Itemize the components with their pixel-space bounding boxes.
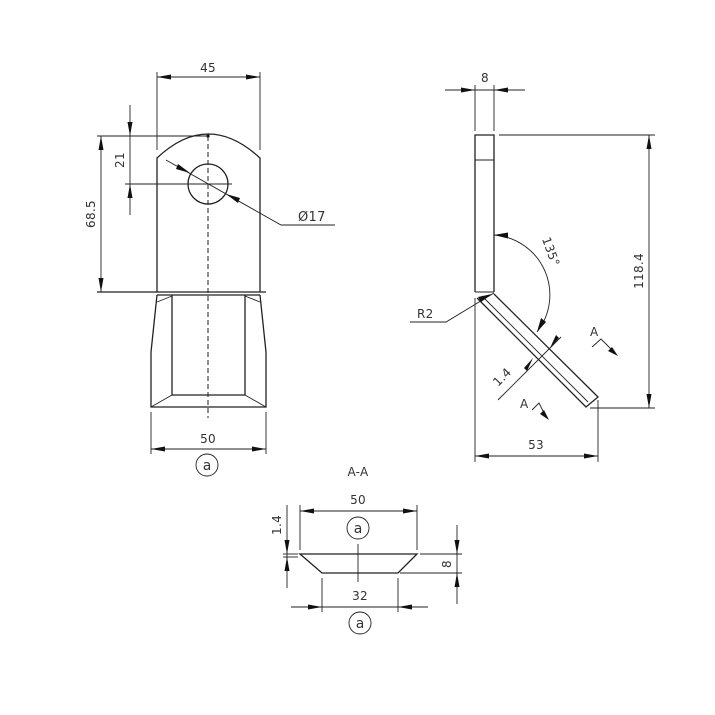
- section-marker-label: A: [520, 397, 529, 411]
- dim-68-text: 68.5: [84, 200, 98, 228]
- side-vertical-bar: [474, 134, 495, 292]
- dim-118-text: 118.4: [632, 253, 646, 289]
- side-view: 8 118.4 135° R2 1.4 53 A: [410, 71, 655, 462]
- dim-8-text: 8: [481, 71, 489, 85]
- dim-50-text: 50: [200, 432, 216, 446]
- arrow-icon: [461, 87, 475, 93]
- dim-diameter-text: Ø17: [298, 210, 326, 225]
- detail-label-circle: [195, 453, 219, 477]
- arrow-icon: [252, 446, 266, 452]
- arrow-icon: [226, 194, 240, 203]
- arrow-icon: [608, 347, 618, 356]
- section-marker-upper: A: [590, 325, 618, 356]
- arrow-icon: [646, 135, 652, 149]
- dim-45-text: 45: [200, 61, 216, 75]
- arrow-icon: [398, 604, 412, 610]
- dim-sec14-text: 1.4: [270, 515, 284, 535]
- dim-radius-leader: [410, 292, 495, 323]
- dim-53-text: 53: [528, 438, 544, 452]
- arrow-icon: [284, 540, 290, 554]
- side-angled-blade: [476, 293, 599, 408]
- arrow-icon: [584, 453, 598, 459]
- front-outline-lower: [150, 294, 267, 408]
- dim-radius-text: R2: [417, 307, 434, 321]
- bevel-corner-tl: [156, 295, 173, 303]
- dim-diameter-leader: [165, 159, 335, 226]
- arrow-icon: [494, 232, 508, 239]
- arrow-icon: [151, 446, 165, 452]
- side-blade-edge-line: [481, 295, 589, 403]
- bevel-corner-tr: [244, 295, 261, 303]
- dim-sec8-text: 8: [440, 560, 454, 568]
- arrow-icon: [403, 508, 417, 514]
- arrow-icon: [454, 540, 460, 554]
- detail-label-text: a: [203, 458, 212, 474]
- detail-label-circle: [346, 516, 370, 540]
- arrow-icon: [524, 358, 533, 371]
- arrow-icon: [127, 122, 133, 136]
- arrow-icon: [98, 278, 104, 292]
- bevel-corner-br: [244, 394, 267, 408]
- section-title: A-A: [347, 465, 369, 479]
- arrow-icon: [454, 573, 460, 587]
- arrow-icon: [550, 335, 559, 348]
- arrow-icon: [98, 136, 104, 150]
- arrow-icon: [537, 318, 546, 332]
- arrow-icon: [284, 557, 290, 571]
- section-marker-lower: A: [520, 397, 549, 420]
- section-view: A-A 50 a 32 a 8 1.4: [270, 465, 462, 635]
- front-view: 45 68.5 21 Ø17 50 a: [84, 61, 335, 477]
- arrow-icon: [646, 394, 652, 408]
- arrow-icon: [300, 508, 314, 514]
- dim-sec50-text: 50: [350, 493, 366, 507]
- arrow-icon: [308, 604, 322, 610]
- arrow-icon: [540, 410, 549, 420]
- section-profile-hatched: [298, 553, 419, 574]
- arrow-icon: [494, 87, 508, 93]
- section-marker-label: A: [590, 325, 599, 339]
- arrow-icon: [475, 453, 489, 459]
- arrow-icon: [127, 184, 133, 198]
- dim-angle-arc: [493, 234, 551, 333]
- detail-label-text: a: [356, 616, 365, 632]
- dim-angle-text: 135°: [539, 235, 562, 268]
- section-marker-line: [591, 338, 616, 354]
- dim-edge-line: [497, 336, 562, 401]
- dim-21-text: 21: [113, 152, 127, 168]
- dim-sec32-text: 32: [352, 589, 368, 603]
- bevel-corner-bl: [150, 394, 173, 408]
- arrow-icon: [246, 74, 260, 80]
- front-outline-upper: [156, 133, 261, 292]
- arrow-icon: [157, 74, 171, 80]
- arrow-icon: [478, 294, 492, 302]
- detail-label-circle: [348, 611, 372, 635]
- arrow-icon: [176, 164, 190, 173]
- detail-label-text: a: [354, 521, 363, 537]
- dim-edge-text: 1.4: [490, 365, 514, 389]
